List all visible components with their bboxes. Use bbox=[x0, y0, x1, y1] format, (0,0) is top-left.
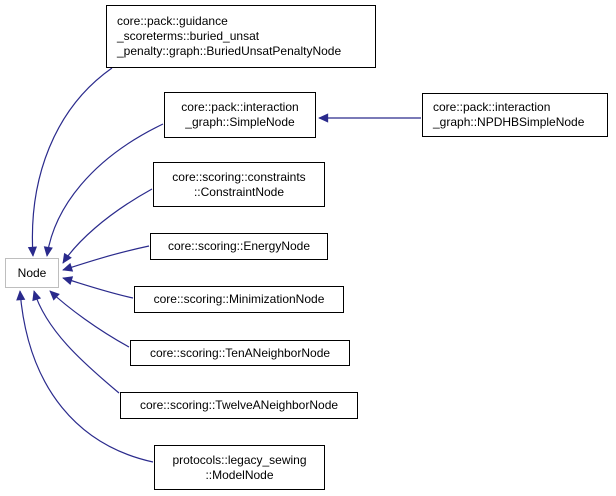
class-label-line: _penalty::graph::BuriedUnsatPenaltyNode bbox=[117, 44, 342, 58]
class-box-ten-a-neighbor-node[interactable]: core::scoring::TenANeighborNode bbox=[130, 340, 350, 366]
class-label-line: core::pack::interaction bbox=[181, 100, 299, 114]
class-label-line: ::ModelNode bbox=[205, 467, 274, 482]
class-label-line: core::scoring::EnergyNode bbox=[167, 239, 311, 253]
edge-ten-a-neighbor-node-to-node bbox=[49, 290, 130, 348]
class-label-line: core::scoring::constraints bbox=[172, 169, 306, 184]
class-box-twelve-a-neighbor-node[interactable]: core::scoring::TwelveANeighborNode bbox=[120, 392, 358, 419]
class-label-line: core::pack::guidance bbox=[117, 14, 228, 28]
class-label-line: Node bbox=[17, 265, 47, 280]
class-box-model-node[interactable]: protocols::legacy_sewing ::ModelNode bbox=[154, 445, 325, 490]
edge-twelve-a-neighbor-node-to-node bbox=[32, 290, 120, 394]
class-box-node: Node bbox=[5, 258, 59, 288]
class-label-line: protocols::legacy_sewing bbox=[172, 452, 307, 467]
class-label-line: _graph::SimpleNode bbox=[185, 115, 295, 129]
class-label-line: core::scoring::TwelveANeighborNode bbox=[139, 398, 339, 412]
edge-constraint-node-to-node bbox=[62, 188, 153, 264]
class-box-buried-unsat-penalty-node[interactable]: core::pack::guidance _scoreterms::buried… bbox=[106, 5, 376, 68]
edge-model-node-to-node bbox=[16, 290, 154, 463]
edge-minimization-node-to-node bbox=[62, 276, 134, 299]
class-box-constraint-node[interactable]: core::scoring::constraints ::ConstraintN… bbox=[153, 162, 325, 207]
class-label-line: core::pack::interaction bbox=[433, 100, 551, 114]
class-box-npdhb-simple-node[interactable]: core::pack::interaction _graph::NPDHBSim… bbox=[422, 93, 608, 137]
class-box-energy-node[interactable]: core::scoring::EnergyNode bbox=[150, 233, 328, 260]
class-label-line: ::ConstraintNode bbox=[193, 184, 285, 199]
class-box-simple-node[interactable]: core::pack::interaction _graph::SimpleNo… bbox=[164, 92, 316, 138]
edge-buried-unsat-penalty-node-to-node bbox=[27, 67, 113, 257]
edge-energy-node-to-node bbox=[62, 245, 150, 272]
edge-simple-node-to-node bbox=[43, 123, 164, 257]
class-label-line: _scoreterms::buried_unsat bbox=[117, 29, 260, 43]
class-label-line: core::scoring::TenANeighborNode bbox=[149, 345, 331, 360]
class-box-minimization-node[interactable]: core::scoring::MinimizationNode bbox=[134, 286, 344, 313]
class-label-line: core::scoring::MinimizationNode bbox=[153, 292, 325, 306]
class-label-line: _graph::NPDHBSimpleNode bbox=[433, 115, 585, 129]
